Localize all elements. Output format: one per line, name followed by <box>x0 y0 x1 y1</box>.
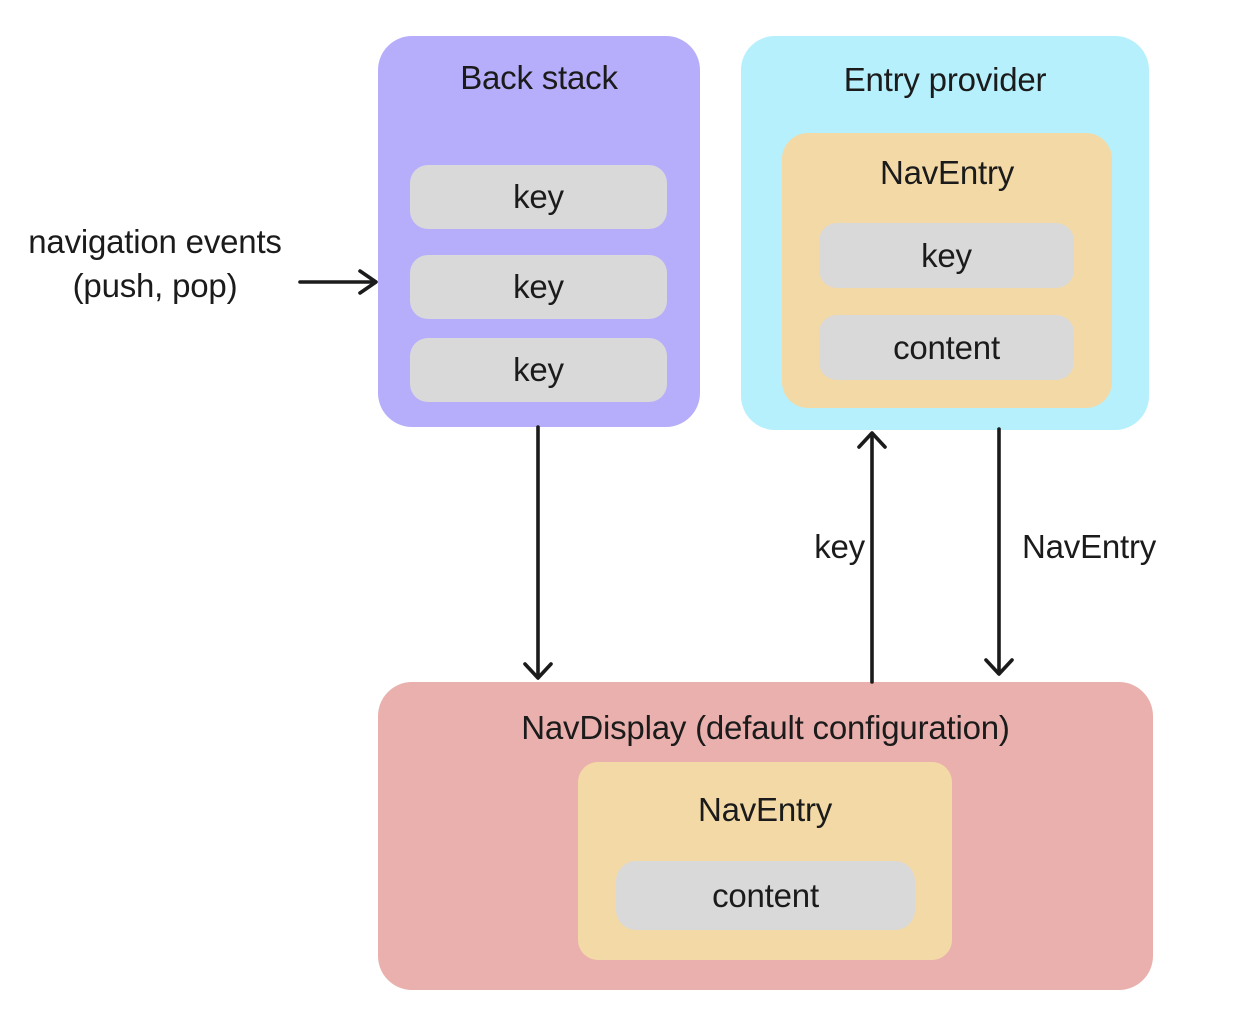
back-stack-key-pill: key <box>410 338 667 402</box>
nav-entry-arrow-label: NavEntry <box>1022 528 1157 565</box>
key-label: key <box>513 178 564 215</box>
navigation-events-annotation: navigation events (push, pop) <box>0 220 310 308</box>
key-arrow-label: key <box>814 528 865 565</box>
nav-entry-content-pill: content <box>819 315 1074 380</box>
backstack-to-navdisplay-arrow <box>523 425 553 680</box>
back-stack-key-pill: key <box>410 255 667 319</box>
nav-entry-content-pill: content <box>616 861 915 930</box>
entry-provider-nav-entry-box: NavEntry key content <box>782 133 1112 408</box>
nav-entry-title: NavEntry <box>697 791 833 828</box>
entry-provider-box: Entry provider NavEntry key content <box>741 36 1149 430</box>
nav-entry-key-pill: key <box>819 223 1074 288</box>
back-stack-box: Back stack key key key <box>378 36 700 427</box>
nav-display-box: NavDisplay (default configuration) NavEn… <box>378 682 1153 990</box>
key-label: key <box>513 268 564 305</box>
back-stack-key-pill: key <box>410 165 667 229</box>
push-pop-arrow <box>298 269 378 295</box>
nav-display-title: NavDisplay (default configuration) <box>521 709 1010 746</box>
back-stack-title: Back stack <box>460 59 618 96</box>
naventry-arrow <box>984 427 1014 676</box>
key-label: key <box>513 351 564 388</box>
content-label: content <box>893 328 1000 366</box>
navigation-events-line2: (push, pop) <box>72 267 238 304</box>
content-label: content <box>712 876 819 914</box>
navigation-events-line1: navigation events <box>28 223 282 260</box>
key-label: key <box>921 236 972 274</box>
nav-display-nav-entry-box: NavEntry content <box>578 762 952 960</box>
entry-provider-title: Entry provider <box>843 61 1047 98</box>
nav-entry-title: NavEntry <box>879 154 1015 191</box>
